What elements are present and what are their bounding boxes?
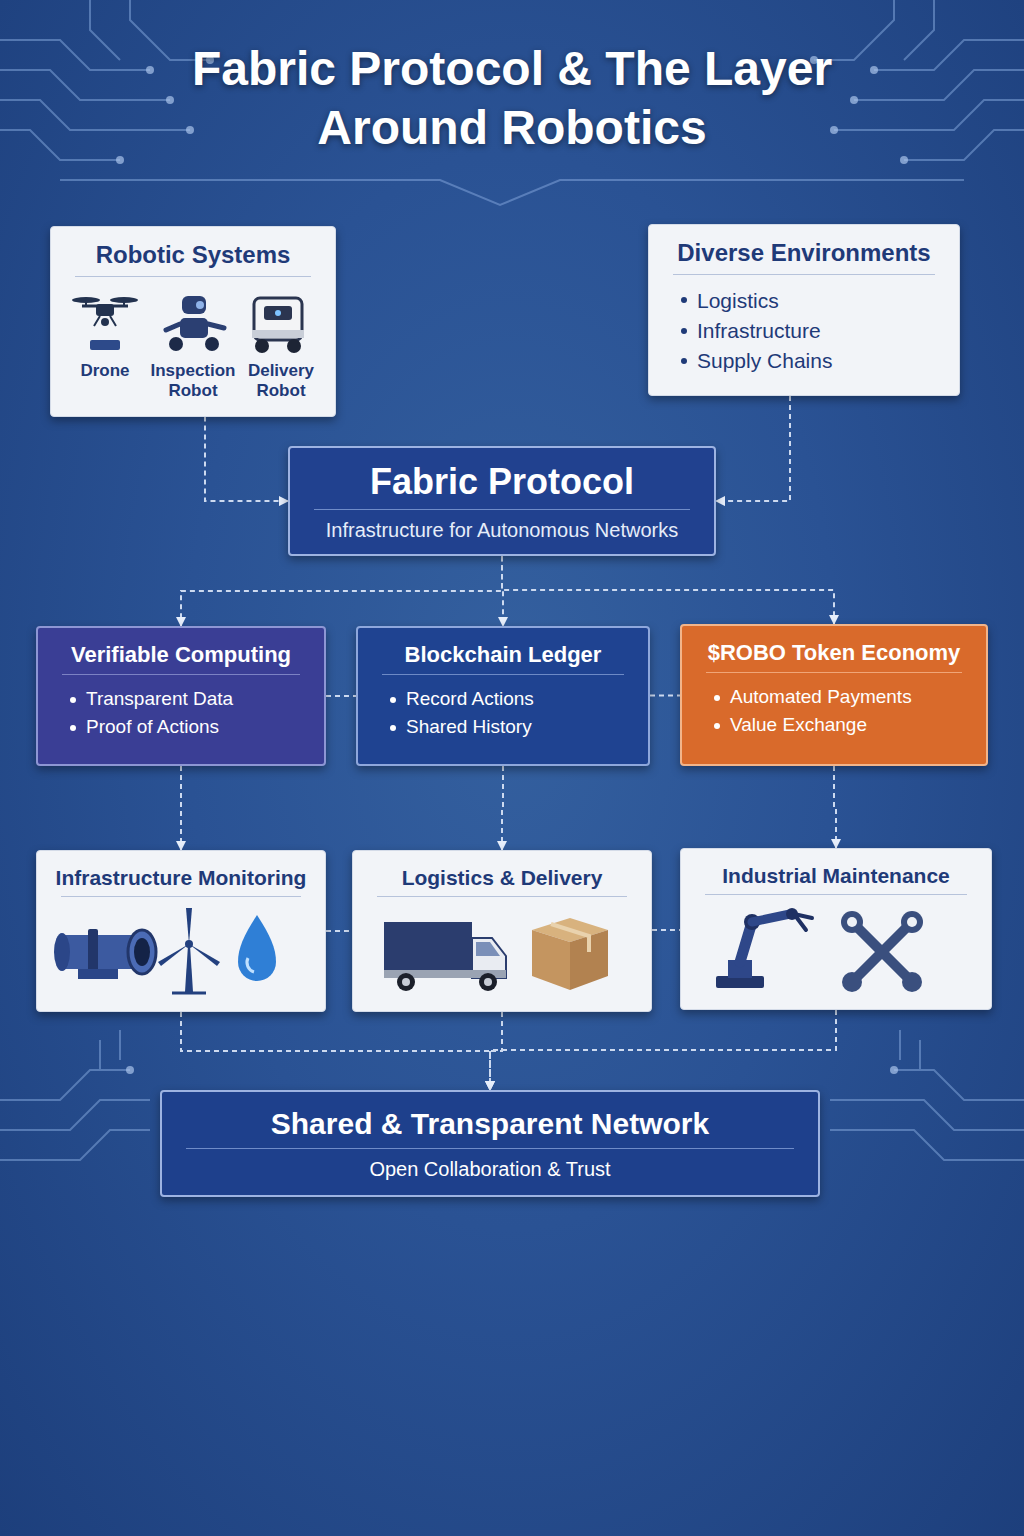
node-title: Verifiable Computing xyxy=(48,642,314,668)
process-box: Verifiable ComputingTransparent DataProo… xyxy=(36,626,326,766)
node-text: Logistics xyxy=(697,288,779,313)
process-box: Logistics & Delivery xyxy=(352,850,652,1012)
node-text: Supply Chains xyxy=(697,348,832,373)
title-rule xyxy=(314,509,690,510)
bullet xyxy=(390,697,396,703)
title-rule xyxy=(673,274,935,275)
dashed-connector xyxy=(326,930,352,932)
node-title: Logistics & Delivery xyxy=(363,865,641,890)
title-rule xyxy=(706,672,962,673)
package-icon xyxy=(532,918,608,990)
process-box: Shared & Transparent NetworkOpen Collabo… xyxy=(160,1090,820,1197)
dashed-connector xyxy=(650,695,680,697)
bullet xyxy=(714,695,720,701)
node-text: Infrastructure xyxy=(697,318,821,343)
tools-icon xyxy=(841,911,923,992)
bullet xyxy=(714,723,720,729)
process-box: Infrastructure Monitoring xyxy=(36,850,326,1012)
process-box: Industrial Maintenance xyxy=(680,848,992,1010)
truck-icon xyxy=(384,922,506,991)
dashed-connector xyxy=(181,1012,490,1090)
bullet xyxy=(681,297,687,303)
bullet xyxy=(390,725,396,731)
title-rule xyxy=(186,1148,794,1149)
bullet xyxy=(681,358,687,364)
process-box: Diverse EnvironmentsLogisticsInfrastruct… xyxy=(648,224,960,396)
dashed-connector xyxy=(205,417,288,502)
dashed-connector xyxy=(502,556,503,626)
node-title: $ROBO Token Economy xyxy=(692,640,976,666)
node-text: Record Actions xyxy=(406,688,534,711)
title-rule xyxy=(62,674,300,675)
dashed-connector xyxy=(490,1010,836,1090)
process-box: Blockchain LedgerRecord ActionsShared Hi… xyxy=(356,626,650,766)
dashed-connector xyxy=(502,766,503,850)
node-title: Blockchain Ledger xyxy=(368,642,638,668)
node-text: Transparent Data xyxy=(86,688,233,711)
dashed-connector xyxy=(490,1012,502,1090)
wind-turbine-icon xyxy=(158,908,220,993)
process-box: Robotic SystemsDroneInspection RobotDeli… xyxy=(50,226,336,417)
node-title: Diverse Environments xyxy=(659,239,949,268)
title-rule xyxy=(61,896,301,897)
node-text: Infrastructure for Autonomous Networks xyxy=(300,518,704,542)
node-text: Delivery Robot xyxy=(237,361,325,402)
dashed-connector xyxy=(652,929,680,931)
process-box: $ROBO Token EconomyAutomated PaymentsVal… xyxy=(680,624,988,766)
node-title: Fabric Protocol xyxy=(300,460,704,503)
robot-arm-icon xyxy=(716,908,812,988)
node-text: Value Exchange xyxy=(730,714,867,737)
node-title: Robotic Systems xyxy=(61,241,325,270)
node-text: Automated Payments xyxy=(730,686,912,709)
dashed-connector xyxy=(181,556,502,626)
delivery-robot-icon xyxy=(252,298,304,353)
dashed-connector xyxy=(180,766,182,850)
node-title: Infrastructure Monitoring xyxy=(47,865,315,890)
drone-icon xyxy=(72,297,138,350)
node-text: Inspection Robot xyxy=(149,361,237,402)
title-rule xyxy=(377,896,627,897)
title-rule xyxy=(705,894,967,895)
node-title: Industrial Maintenance xyxy=(691,863,981,888)
node-text: Open Collaboration & Trust xyxy=(172,1157,808,1181)
dashed-connector xyxy=(502,556,834,624)
bullet xyxy=(681,328,687,334)
dashed-connector xyxy=(834,766,836,848)
hub-box: Fabric ProtocolInfrastructure for Autono… xyxy=(288,446,716,556)
pipe-icon xyxy=(54,929,156,979)
bullet xyxy=(70,697,76,703)
node-text: Proof of Actions xyxy=(86,716,219,739)
title-rule xyxy=(382,674,624,675)
dashed-connector xyxy=(716,396,790,501)
node-text: Drone xyxy=(61,361,149,381)
node-title: Shared & Transparent Network xyxy=(172,1106,808,1142)
dashed-connector xyxy=(326,695,356,697)
inspection-robot-icon xyxy=(166,296,224,351)
diagram-title: Fabric Protocol & The Layer Around Robot… xyxy=(172,40,852,157)
water-drop-icon xyxy=(238,915,276,981)
bullet xyxy=(70,725,76,731)
title-rule xyxy=(75,276,311,277)
node-text: Shared History xyxy=(406,716,532,739)
